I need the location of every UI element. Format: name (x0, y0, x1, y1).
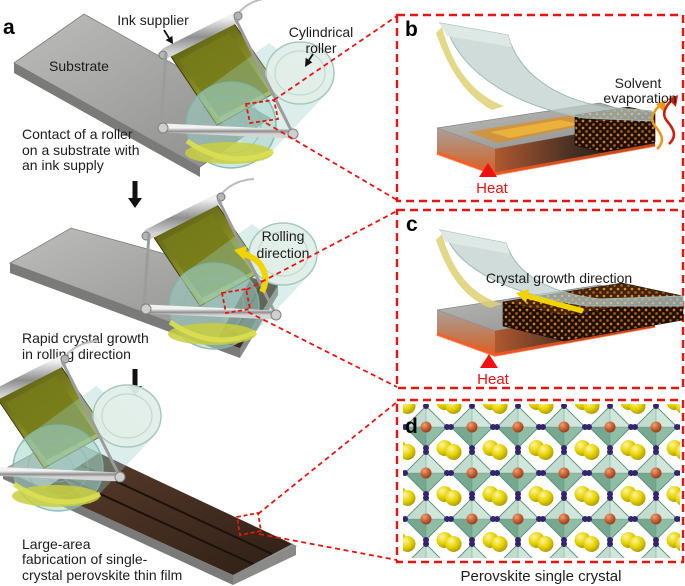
substrate-end-stage3 (233, 546, 296, 585)
zoom-connector-c-bottom (247, 311, 398, 388)
panel-b: b Solvent evaporation Heat (395, 13, 685, 203)
zoom-connector-b-top (273, 15, 398, 101)
zoom-connector-d-top (257, 401, 398, 515)
panel-c-label: c (406, 213, 418, 236)
panel-d: d Perovskite single crystal (395, 398, 685, 585)
solvent-evaporation-label-line2: evaporation (603, 90, 676, 106)
heat-label-c: Heat (477, 371, 510, 388)
panel-a-label: a (3, 16, 15, 39)
step2-caption-line1: Rapid crystal growth (22, 330, 149, 346)
flexible-sheet-b (436, 22, 653, 122)
panel-d-frame (395, 398, 685, 564)
zoom-connector-c-top (245, 210, 398, 291)
step1-caption-line2: on a substrate with (22, 142, 140, 158)
cylindrical-roller-label-line1: Cylindrical (289, 24, 354, 40)
cylindrical-roller-label-line2: roller (305, 40, 336, 56)
perovskite-lattice (403, 404, 680, 558)
substrate-edge-stage1 (14, 63, 200, 177)
perovskite-caption: Perovskite single crystal (461, 568, 622, 585)
zoom-connector-d-bottom (258, 533, 398, 561)
flexible-sheet-c (436, 229, 684, 308)
stage-3-illustration (0, 341, 297, 585)
zoom-source-box-1 (244, 98, 280, 125)
panel-b-label: b (405, 18, 418, 41)
zoom-source-box-3 (235, 511, 263, 537)
crystal-growth-direction-label: Crystal growth direction (486, 270, 632, 286)
step1-caption-line3: an ink supply (22, 157, 104, 173)
step1-caption-line1: Contact of a roller (22, 126, 133, 142)
solvent-evaporation-arrows (650, 95, 678, 150)
panel-c: c Crystal growth direction Heat (395, 208, 685, 390)
stage-1-illustration (13, 0, 334, 177)
stage-2-illustration (9, 179, 317, 358)
panel-c-frame (395, 208, 685, 390)
ink-edge-c (436, 234, 502, 308)
ink-supplier-arrow (163, 29, 173, 44)
zoom-source-box-2 (220, 287, 252, 315)
step3-caption-line2: fabrication of single- (22, 551, 148, 567)
solvent-evaporation-label-line1: Solvent (615, 75, 662, 91)
panel-b-frame (395, 13, 685, 203)
rolling-direction-label-line1: Rolling (262, 228, 305, 244)
ink-edge-b (436, 27, 504, 110)
rolling-direction-label-line2: direction (257, 245, 310, 261)
heat-glow-c (436, 324, 656, 357)
rolling-direction-arrow (234, 246, 269, 294)
heat-triangle-icon-b (479, 163, 497, 177)
cylindrical-roller-arrow (305, 53, 314, 67)
ink-supplier-label: Ink supplier (117, 12, 189, 28)
heat-triangle-icon-c (480, 354, 498, 368)
heat-label-b: Heat (476, 180, 509, 197)
step3-caption-line3: crystal perovskite thin film (22, 567, 182, 583)
substrate-label: Substrate (49, 58, 109, 74)
step-down-arrow-1 (128, 181, 142, 208)
panel-d-label: d (405, 415, 418, 438)
panel-a: a Ink supplier Cylindrical roller Substr… (0, 0, 398, 585)
crystal-growth-arrow (516, 289, 584, 314)
step3-caption-line1: Large-area (22, 536, 91, 552)
step2-caption-line2: in rolling direction (22, 346, 131, 362)
